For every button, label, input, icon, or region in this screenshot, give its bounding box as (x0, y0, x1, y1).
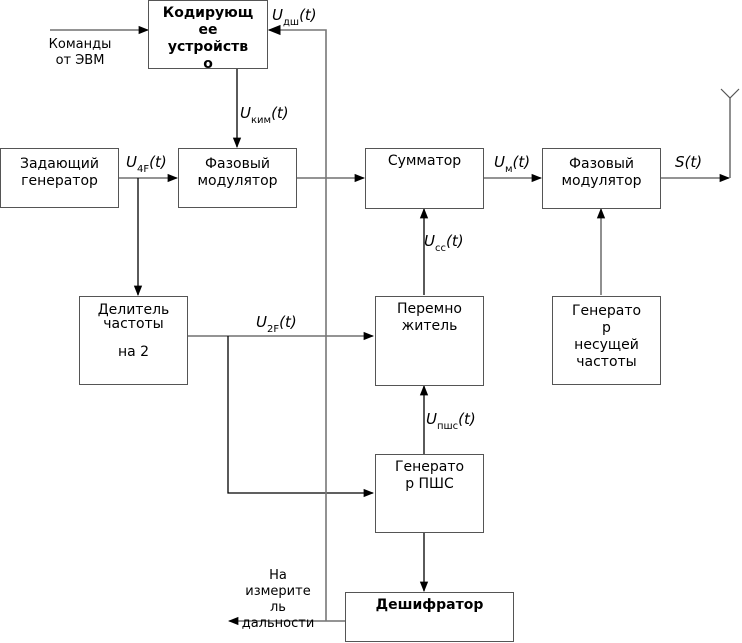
encoder-label: Кодирующ ее устройств о (162, 5, 254, 72)
adder-label: Сумматор (387, 153, 462, 169)
prn-generator-label: Генерато р ПШС (394, 459, 465, 492)
phase-modulator-2-label: Фазовый модулятор (561, 156, 642, 189)
phase-modulator-2-block: Фазовый модулятор (542, 148, 661, 209)
prn-generator-block: Генерато р ПШС (375, 454, 484, 533)
decoder-label: Дешифратор (375, 597, 484, 613)
signal-u-m: Uм(t) (494, 153, 531, 175)
carrier-generator-block: Генерато р несущей частоты (552, 296, 661, 385)
adder-block: Сумматор (365, 148, 484, 209)
frequency-divider-block: Делитель частоты на 2 (79, 296, 188, 385)
commands-from-computer-note: Команды от ЭВМ (48, 37, 112, 68)
frequency-divider-label: Делитель частоты на 2 (97, 302, 170, 360)
decoder-block: Дешифратор (345, 592, 514, 642)
carrier-generator-label: Генерато р несущей частоты (571, 303, 642, 370)
signal-s-t: S(t) (675, 153, 703, 171)
signal-u-4f: U4F(t) (126, 153, 167, 175)
range-meter-note: На измерите ль дальности (241, 568, 315, 631)
multiplier-block: Перемно житель (375, 296, 484, 386)
phase-modulator-1-block: Фазовый модулятор (178, 148, 297, 208)
signal-u-cc: Ucc(t) (424, 232, 464, 254)
master-generator-label: Задающий генератор (20, 156, 99, 189)
signal-u-pshs: Uпшс(t) (426, 410, 476, 432)
signal-u-kim: Uким(t) (240, 104, 289, 126)
wire-decoder-feedback-to-encoder (267, 24, 327, 621)
wire-divider-to-prn-gen (227, 336, 375, 498)
phase-modulator-1-label: Фазовый модулятор (197, 156, 278, 189)
signal-u-2f: U2F(t) (256, 313, 297, 335)
master-generator-block: Задающий генератор (0, 148, 119, 208)
multiplier-label: Перемно житель (397, 301, 462, 334)
antenna-icon (720, 88, 740, 99)
encoder-block: Кодирующ ее устройств о (148, 0, 268, 72)
signal-u-dsh: Uдш(t) (272, 6, 317, 28)
